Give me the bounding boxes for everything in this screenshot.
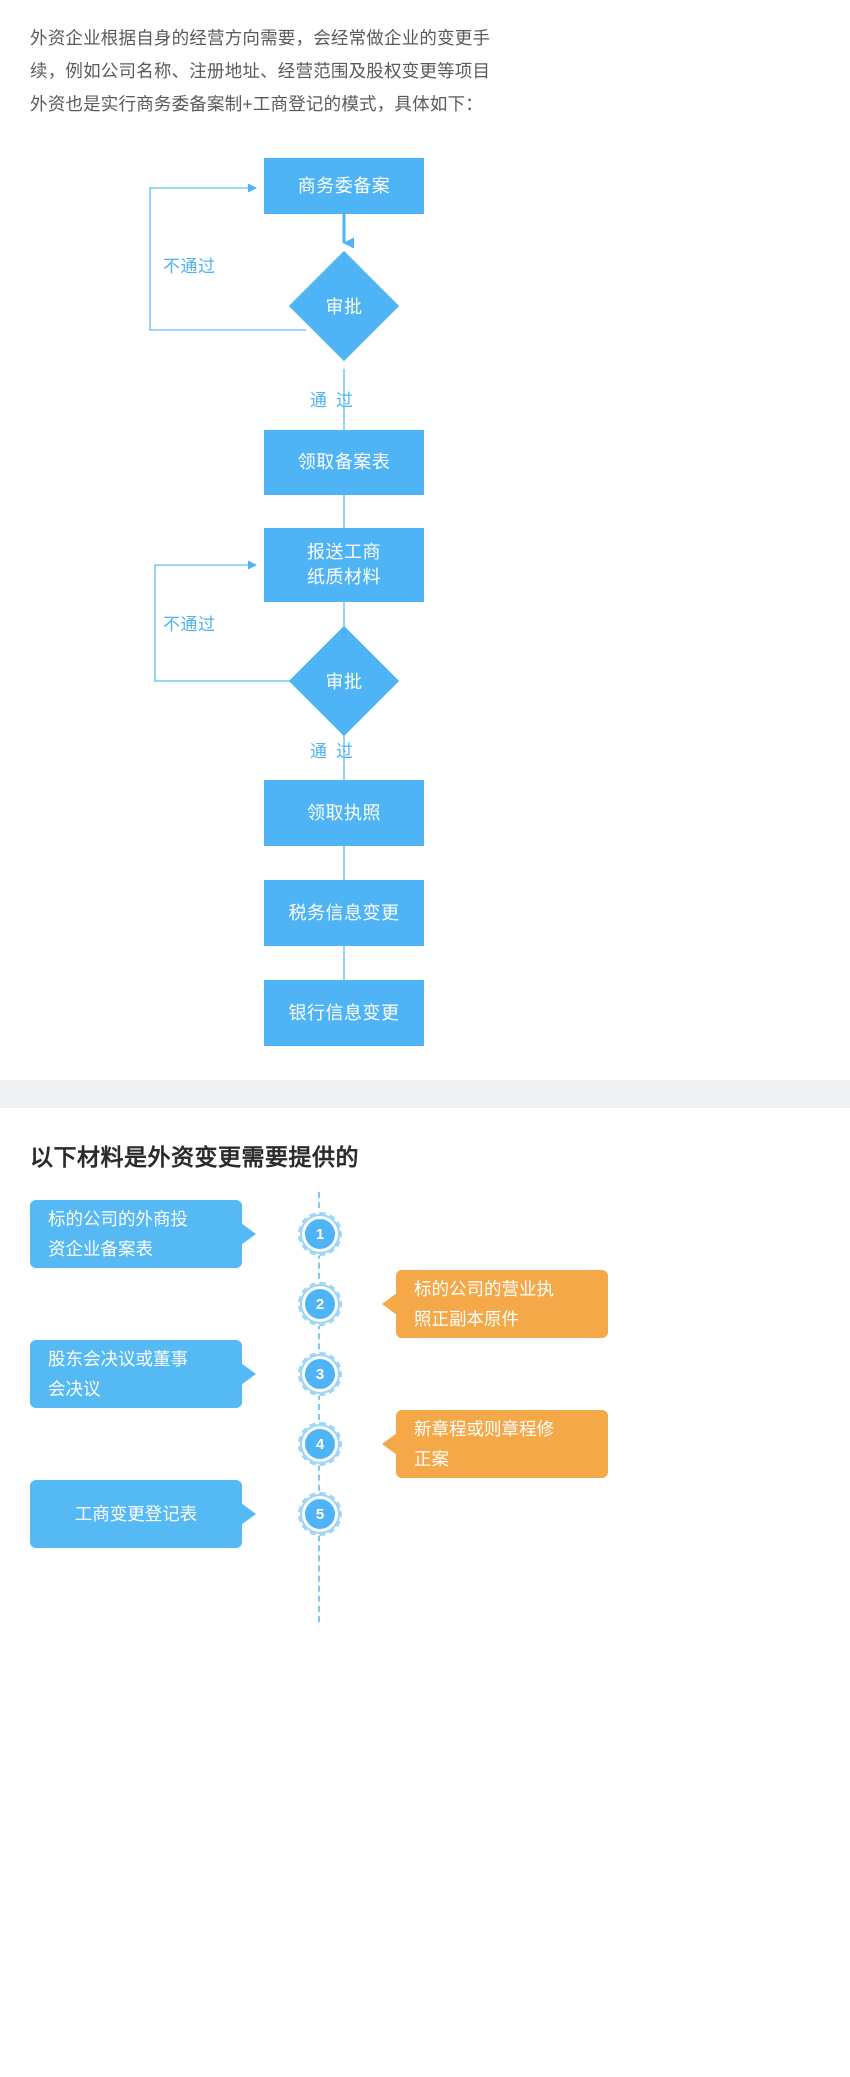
process-flowchart: 商务委备案 审批 不通过 通过 领取备案表 报送工商 纸质材料 审批 不通过 通…: [0, 140, 850, 1080]
flow-node-label: 领取执照: [307, 802, 381, 823]
timeline-marker-3[interactable]: 3: [305, 1359, 335, 1389]
timeline-marker-3-number: 3: [315, 1365, 325, 1383]
material-item-2-bubble[interactable]: 标的公司的营业执 照正副本原件: [382, 1270, 608, 1338]
flow-node-label: 领取备案表: [297, 452, 391, 472]
flow-node-receive-filing-form[interactable]: 领取备案表: [264, 430, 424, 495]
timeline-axis: [318, 1192, 320, 1622]
timeline-marker-4-number: 4: [315, 1435, 325, 1453]
timeline-marker-1-number: 1: [315, 1225, 325, 1243]
flow-node-submit-paper-materials[interactable]: 报送工商 纸质材料: [264, 528, 424, 602]
flow-node-label: 银行信息变更: [288, 1002, 400, 1023]
flow-node-label: 商务委备案: [297, 175, 391, 196]
materials-section: 以下材料是外资变更需要提供的 标的公司的外商投 资企业备案表 1 标的公司的营业…: [0, 1108, 850, 2077]
material-item-3-line-2: 会决议: [48, 1379, 101, 1399]
material-item-5-bubble[interactable]: 工商变更登记表: [30, 1480, 256, 1548]
timeline-marker-1[interactable]: 1: [305, 1219, 335, 1249]
material-item-3-bubble[interactable]: 股东会决议或董事 会决议: [30, 1340, 256, 1408]
material-item-1-line-1: 标的公司的外商投: [48, 1209, 188, 1229]
intro-line-3: 外资也是实行商务委备案制+工商登记的模式，具体如下：: [30, 94, 483, 114]
material-item-1-line-2: 资企业备案表: [48, 1239, 153, 1259]
material-item-2-line-1: 标的公司的营业执: [414, 1279, 554, 1299]
intro-line-1: 外资企业根据自身的经营方向需要，会经常做企业的变更手: [30, 28, 491, 48]
timeline-marker-4[interactable]: 4: [305, 1429, 335, 1459]
edge-label-reject-2: 不通过: [163, 615, 216, 634]
material-item-2-line-2: 照正副本原件: [414, 1309, 519, 1329]
flow-decision-label-text: 审批: [325, 672, 363, 692]
flow-node-label-line-2: 纸质材料: [307, 567, 381, 587]
timeline-marker-2-number: 2: [315, 1295, 325, 1313]
edge-label-pass-2: 通过: [310, 742, 362, 761]
flow-node-receive-license[interactable]: 领取执照: [264, 780, 424, 846]
material-item-4-line-1: 新章程或则章程修: [414, 1419, 554, 1439]
flowchart-connectors: [149, 183, 354, 980]
material-item-1-bubble[interactable]: 标的公司的外商投 资企业备案表: [30, 1200, 256, 1268]
timeline-marker-5-number: 5: [315, 1505, 325, 1523]
material-item-4-line-2: 正案: [414, 1449, 449, 1469]
flow-node-label-line-1: 报送工商: [307, 542, 381, 562]
flow-node-tax-info-change[interactable]: 税务信息变更: [264, 880, 424, 946]
material-item-4-bubble[interactable]: 新章程或则章程修 正案: [382, 1410, 608, 1478]
flow-decision-approval-1-label: 审批: [305, 267, 383, 345]
flow-decision-approval-2-label: 审批: [305, 642, 383, 720]
materials-title: 以下材料是外资变更需要提供的: [30, 1144, 359, 1170]
intro-line-2: 续，例如公司名称、注册地址、经营范围及股权变更等项目: [30, 61, 491, 81]
timeline-marker-5[interactable]: 5: [305, 1499, 335, 1529]
material-item-3-line-1: 股东会决议或董事: [48, 1349, 188, 1369]
timeline-marker-2[interactable]: 2: [305, 1289, 335, 1319]
material-item-5-line-1: 工商变更登记表: [74, 1504, 198, 1524]
flow-node-label: 税务信息变更: [288, 902, 400, 923]
intro-paragraph: 外资企业根据自身的经营方向需要，会经常做企业的变更手 续，例如公司名称、注册地址…: [30, 22, 610, 121]
flow-node-bank-info-change[interactable]: 银行信息变更: [264, 980, 424, 1046]
flow-node-commerce-filing[interactable]: 商务委备案: [264, 158, 424, 214]
flow-decision-label-text: 审批: [325, 297, 363, 317]
edge-label-pass-1: 通过: [310, 391, 362, 410]
edge-label-reject-1: 不通过: [163, 257, 216, 276]
section-divider: [0, 1080, 850, 1108]
